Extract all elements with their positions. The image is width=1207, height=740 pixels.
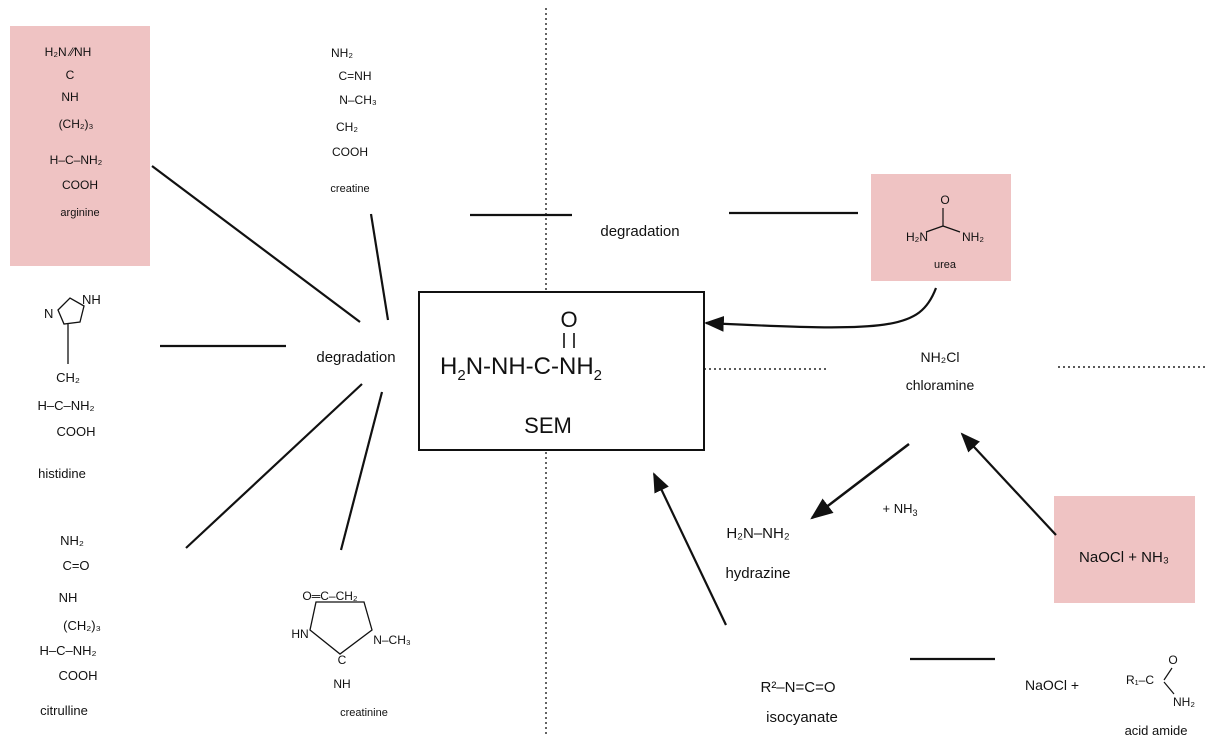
acid-amide-bond-o <box>1163 667 1173 681</box>
citrulline-line-6: COOH <box>59 668 98 683</box>
arginine-line-5: H–C–NH₂ <box>50 153 103 167</box>
acid-amide-bond-n <box>1163 681 1175 695</box>
creatine-line-3: N–CH₃ <box>339 93 377 107</box>
creatine-name: creatine <box>330 183 369 195</box>
creatinine-line-4: C <box>338 653 347 667</box>
citrulline-line-1: NH₂ <box>60 533 84 548</box>
urea-name: urea <box>934 259 957 271</box>
sem-formula: H2N-NH-C-NH2 <box>440 353 602 384</box>
creatine-line-4: CH₂ <box>336 120 358 134</box>
histidine-structure: NH N CH₂ H–C–NH₂ COOH histidine <box>37 292 100 481</box>
line-creatinine <box>339 391 384 551</box>
urea-bond-right <box>942 225 961 233</box>
urea-line-2: H₂N <box>906 230 928 244</box>
urea-line-1: O <box>940 193 949 207</box>
creatine-line-5: COOH <box>332 145 368 159</box>
urea-structure: O H₂N NH₂ urea <box>906 193 984 271</box>
line-citrulline <box>185 383 363 549</box>
creatinine-line-2: HN <box>291 627 308 641</box>
urea-bond-left <box>925 225 944 233</box>
arginine-structure: H₂N ⁄⁄NH C NH (CH₂)₃ H–C–NH₂ COOH argini… <box>45 45 103 219</box>
citrulline-line-5: H–C–NH₂ <box>39 643 96 658</box>
creatine-line-1: NH₂ <box>331 46 353 60</box>
degradation-label-left: degradation <box>316 349 395 366</box>
arginine-line-3: NH <box>61 90 78 104</box>
sem-oxygen: O <box>560 307 577 332</box>
urea-highlight <box>871 174 1011 281</box>
citrulline-line-4: (CH₂)₃ <box>63 618 101 633</box>
hydrazine-formula: H₂N–NH₂ <box>726 525 789 542</box>
isocyanate-formula: R²–N=C=O <box>760 679 835 696</box>
histidine-line-2: N <box>44 306 53 321</box>
naocl-amide-label: NaOCl + <box>1025 677 1079 693</box>
creatinine-line-1: O═C–CH₂ <box>302 589 358 603</box>
naocl-nh3-highlight <box>1054 496 1195 603</box>
isocyanate-name: isocyanate <box>766 709 838 726</box>
sem-label: SEM <box>524 413 572 438</box>
citrulline-line-3: NH <box>59 590 78 605</box>
arginine-line-1: H₂N ⁄⁄NH <box>45 45 92 59</box>
creatinine-line-3: N–CH₃ <box>373 633 411 647</box>
line-arginine <box>151 165 361 323</box>
acid-amide-line-3: NH₂ <box>1173 695 1195 709</box>
arrow-naocl-to-chloramine <box>960 432 1057 536</box>
acid-amide-line-2: R₁–C <box>1126 673 1154 687</box>
citrulline-name: citrulline <box>40 703 88 718</box>
hydrazine-name: hydrazine <box>725 565 790 582</box>
naocl-nh3-label: NaOCl + NH₃ <box>1079 549 1169 566</box>
arrow-isocyanate-to-sem <box>653 472 727 626</box>
acid-amide-structure: O R₁–C NH₂ acid amide <box>1125 653 1196 738</box>
chloramine-name: chloramine <box>906 377 975 393</box>
histidine-line-5: COOH <box>57 424 96 439</box>
arginine-line-6: COOH <box>62 178 98 192</box>
arginine-highlight <box>10 26 150 266</box>
histidine-name: histidine <box>38 466 86 481</box>
citrulline-line-2: C=O <box>62 558 89 573</box>
arginine-line-2: C <box>66 68 75 82</box>
creatinine-name: creatinine <box>340 707 388 719</box>
creatinine-line-5: NH <box>333 677 350 691</box>
sem-box <box>418 291 705 451</box>
urea-line-3: NH₂ <box>962 230 984 244</box>
creatinine-structure: O═C–CH₂ HN N–CH₃ C NH creatinine <box>291 589 411 719</box>
arginine-name: arginine <box>60 207 99 219</box>
citrulline-structure: NH₂ C=O NH (CH₂)₃ H–C–NH₂ COOH citrullin… <box>39 533 100 718</box>
creatine-structure: NH₂ C=NH N–CH₃ CH₂ COOH creatine <box>330 46 376 195</box>
plus-ammonia-label: + NH3 <box>883 501 918 518</box>
arginine-line-4: (CH₂)₃ <box>59 117 94 131</box>
acid-amide-name: acid amide <box>1125 723 1188 738</box>
creatinine-ring <box>309 601 373 655</box>
degradation-label-top: degradation <box>600 223 679 240</box>
histidine-line-4: H–C–NH₂ <box>37 398 94 413</box>
arrow-chloramine-to-hydrazine <box>810 443 910 520</box>
line-creatine <box>369 213 390 321</box>
histidine-ring <box>57 297 85 325</box>
acid-amide-line-1: O <box>1168 653 1177 667</box>
creatine-line-2: C=NH <box>338 69 371 83</box>
arrow-urea-to-sem <box>704 287 938 332</box>
chloramine-formula: NH₂Cl <box>921 349 960 365</box>
histidine-line-3: CH₂ <box>56 370 80 385</box>
histidine-line-1: NH <box>82 292 101 307</box>
